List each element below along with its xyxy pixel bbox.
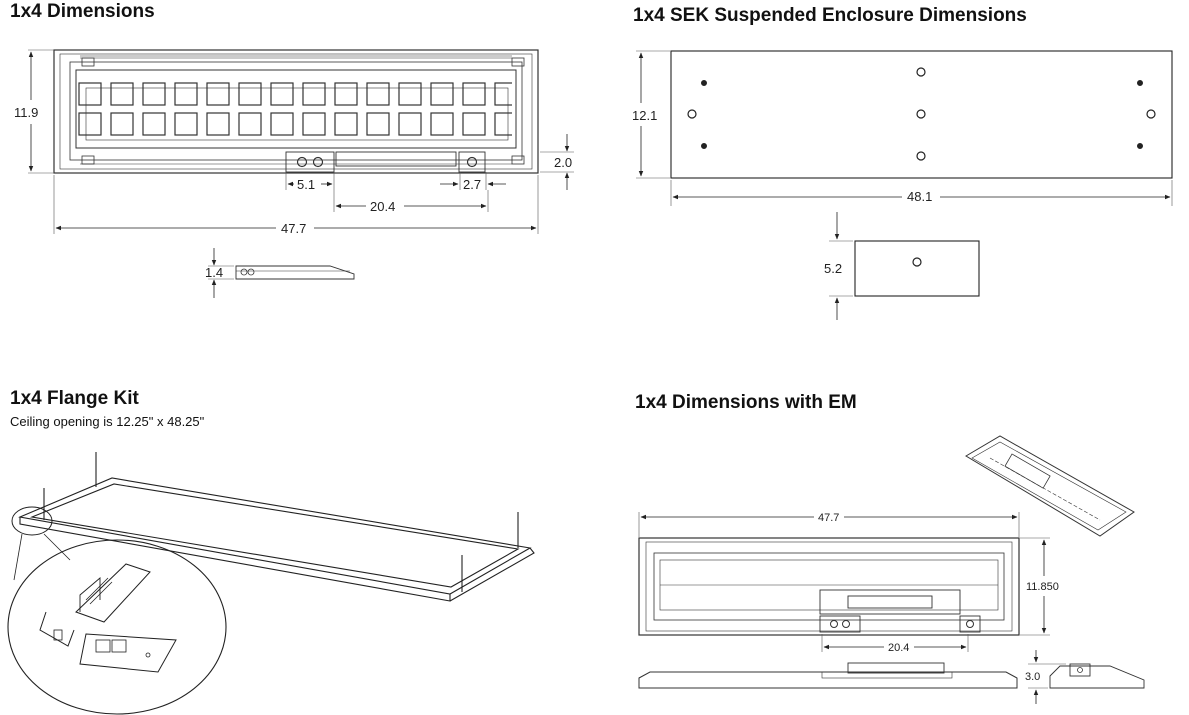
em-label-depth: 3.0: [1025, 671, 1040, 683]
label-thickness: 1.4: [205, 265, 223, 280]
em-fixture-side-view: [638, 662, 1145, 689]
fixture-side-view: [208, 265, 355, 280]
dimension-height: 11.9: [14, 49, 54, 174]
label-height: 11.9: [14, 105, 38, 120]
em-fixture-top-view: [638, 537, 1020, 636]
enclosure-end-view: [829, 240, 980, 297]
flange-frame: [7, 452, 535, 715]
dimension-spacing: 20.4: [333, 190, 489, 214]
dimension-length: 47.7: [53, 175, 539, 236]
em-label-spacing: 20.4: [888, 642, 909, 654]
label-offset-b: 2.7: [463, 177, 481, 192]
section-title-sek: 1x4 SEK Suspended Enclosure Dimensions: [633, 5, 1027, 26]
label-depth-small: 2.0: [554, 155, 572, 170]
label-spacing: 20.4: [370, 199, 395, 214]
section-title-flange-kit: 1x4 Flange Kit: [10, 388, 139, 409]
em-label-height: 11.850: [1026, 581, 1059, 593]
dimension-offset-a: 5.1: [285, 172, 335, 192]
label-length: 47.7: [281, 221, 306, 236]
sek-dimension-height: 12.1: [632, 50, 670, 179]
em-dimension-spacing: 20.4: [821, 634, 969, 654]
dimension-thickness: 1.4: [205, 248, 223, 298]
sek-dimension-end-height: 5.2: [824, 212, 842, 320]
dimension-depth-small: 2.0: [540, 134, 574, 190]
sek-label-length: 48.1: [907, 189, 932, 204]
em-dimension-depth: 3.0: [1025, 650, 1066, 704]
em-label-length: 47.7: [818, 512, 839, 524]
sek-label-height: 12.1: [632, 108, 657, 123]
enclosure-top-view: [670, 50, 1173, 179]
fixture-top-view: [53, 49, 539, 174]
em-dimension-height: 11.850: [1020, 537, 1059, 636]
em-dimension-length: 47.7: [638, 512, 1020, 537]
dimension-offset-b: 2.7: [440, 172, 506, 192]
sek-dimension-length: 48.1: [670, 180, 1173, 206]
em-fixture-iso: [965, 435, 1135, 537]
sek-label-end-height: 5.2: [824, 261, 842, 276]
flange-kit-subtitle: Ceiling opening is 12.25" x 48.25": [10, 414, 205, 429]
section-title-dimensions-em: 1x4 Dimensions with EM: [635, 392, 857, 413]
section-title-dimensions: 1x4 Dimensions: [10, 1, 155, 22]
label-offset-a: 5.1: [297, 177, 315, 192]
